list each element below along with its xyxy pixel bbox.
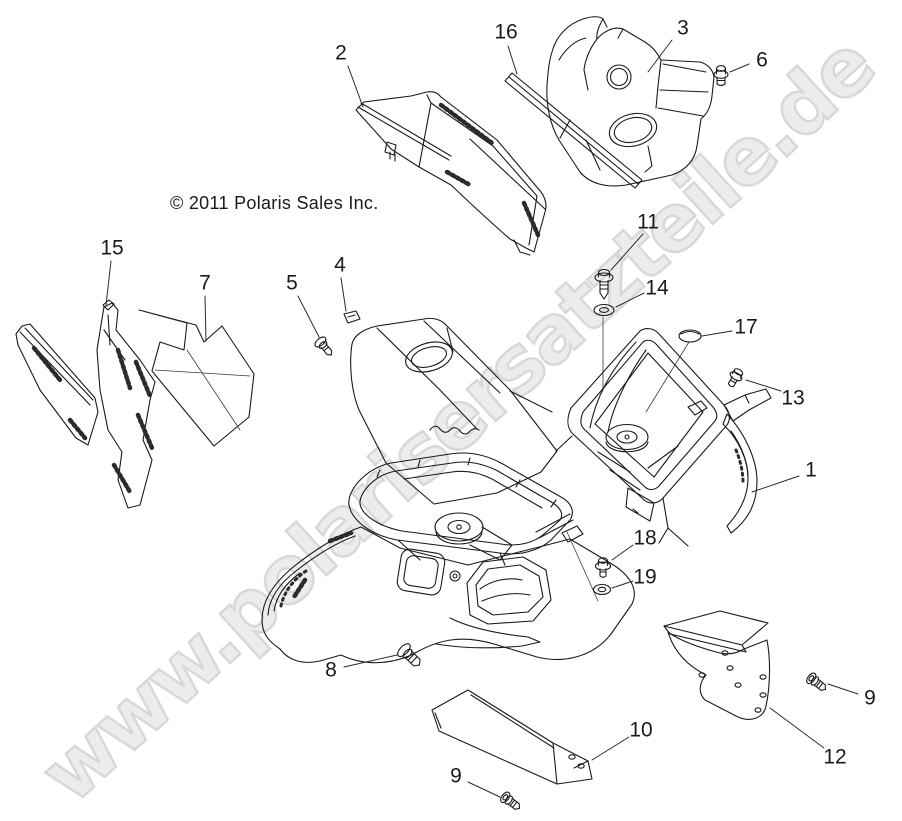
leader-line-14 [615,292,645,308]
leader-line-16 [507,45,518,75]
part-19-nut [592,583,612,596]
part-2-dash-side-panel [355,91,547,256]
leader-line-2 [347,65,364,108]
part-4-clip [343,310,361,324]
part-5-rivet [314,336,333,356]
leader-line-9 [827,683,859,695]
part-11-screw [594,268,614,300]
part-1-front-cab [567,328,772,547]
callout-1: 1 [805,459,817,482]
callout-3: 3 [677,17,689,40]
leader-line-6 [729,63,750,73]
part-16-trim-strip [504,72,643,189]
callout-16: 16 [494,21,517,44]
front-fender-assembly [261,317,635,664]
part-7-protective-sheet [138,309,255,447]
leader-line-19 [611,580,634,589]
callout-11: 11 [637,211,659,234]
leader-line-10 [591,736,630,761]
part-8-rivet [397,643,421,667]
leader-line-8 [343,654,398,668]
callout-15: 15 [100,237,123,260]
callout-5: 5 [286,272,298,295]
callout-12: 12 [823,746,846,769]
callout-13: 13 [781,387,804,410]
leader-line-15 [105,260,112,306]
part-9-screw-bottom [500,791,521,810]
leader-line-13 [745,379,782,392]
callout-2: 2 [335,42,347,65]
callout-4: 4 [334,254,346,277]
part-18-bolt [594,557,612,578]
leader-line-17 [701,330,733,337]
callout-10: 10 [629,719,652,742]
part-17-plug [678,329,702,343]
callout-19: 19 [633,566,656,589]
callout-9: 9 [450,765,462,788]
callout-18: 18 [633,527,656,550]
leader-line-7 [204,295,207,342]
leader-line-4 [340,277,347,312]
leader-line-1 [751,475,800,493]
callout-6: 6 [756,49,768,72]
callout-9: 9 [864,687,876,710]
leader-line-12 [769,707,825,749]
copyright-text: © 2011 Polaris Sales Inc. [170,193,379,213]
part-6-bolt [713,65,729,87]
callout-8: 8 [325,659,337,682]
part-15-side-panel [15,299,156,509]
leader-line-9 [467,781,501,798]
leader-line-5 [297,295,320,338]
callout-14: 14 [645,277,669,300]
callout-17: 17 [734,316,757,339]
leader-line-11 [610,233,644,271]
part-10-shield-tray [431,689,593,785]
leader-line-3 [647,39,673,73]
assembly-axis-lines [566,316,690,602]
part-9-screw-right [806,672,827,691]
part-14-washer [593,303,615,317]
leader-line-18 [611,544,634,561]
part-12-mud-guard-bracket [663,610,771,720]
part-3-front-storage-cover [546,16,715,187]
part-13-bolt [727,368,744,388]
callout-7: 7 [199,272,211,295]
